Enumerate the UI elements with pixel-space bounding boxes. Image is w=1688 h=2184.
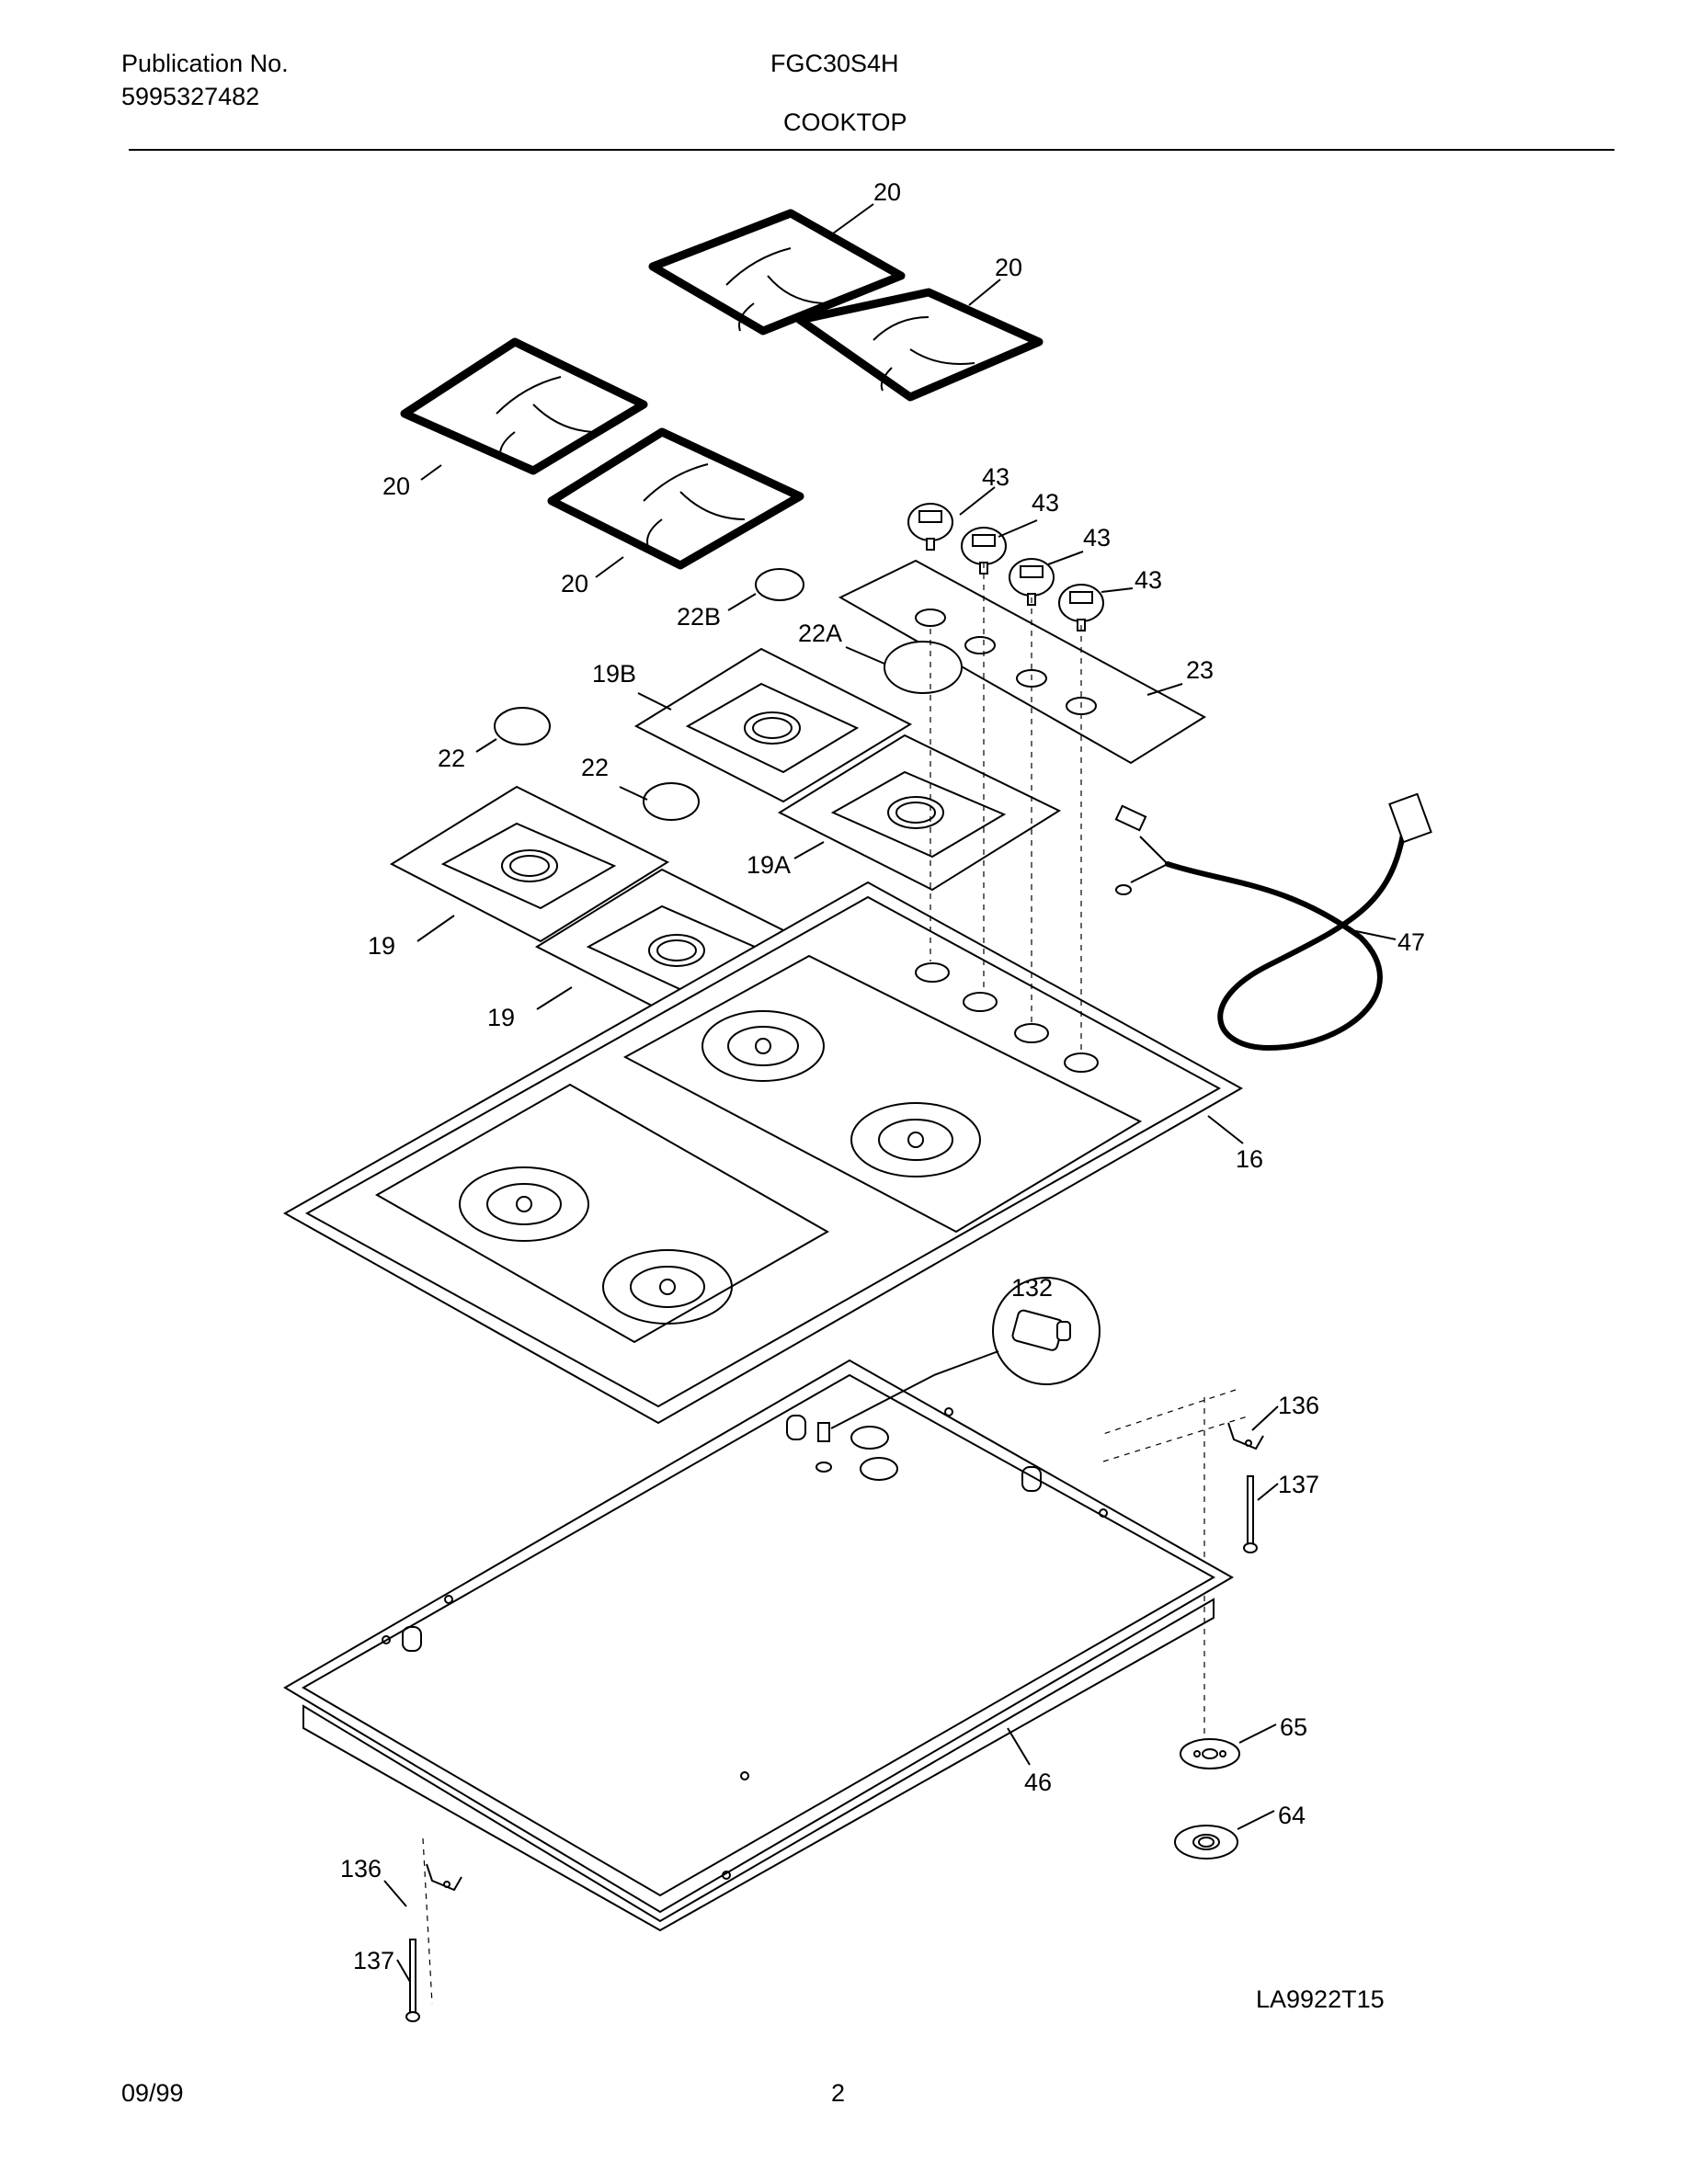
page-number: 2 (831, 2079, 846, 2107)
label-136-a: 136 (1278, 1392, 1319, 1419)
label-20-c: 20 (382, 472, 410, 500)
bracket-right (1227, 1422, 1264, 1450)
publication-number: 5995327482 (121, 83, 260, 110)
grate-rear-right (795, 288, 1044, 402)
mounting-plate-64 (1174, 1825, 1238, 1860)
label-136-b: 136 (340, 1855, 382, 1883)
label-47: 47 (1397, 928, 1425, 956)
knob-3 (1009, 558, 1055, 606)
model-number: FGC30S4H (770, 50, 899, 77)
burner-bowl-19-rear (389, 785, 670, 943)
label-20-d: 20 (561, 570, 588, 597)
label-22-b: 22 (581, 754, 609, 781)
screw-right (1243, 1475, 1258, 1553)
label-16: 16 (1236, 1145, 1263, 1173)
clip-detail (817, 1277, 1101, 1442)
diagram-code: LA9922T15 (1256, 1985, 1385, 2013)
label-19a: 19A (747, 851, 791, 879)
knob-4 (1058, 584, 1104, 631)
section-title: COOKTOP (783, 108, 907, 136)
label-65: 65 (1280, 1713, 1307, 1741)
label-43-b: 43 (1032, 489, 1059, 517)
label-22b: 22B (677, 603, 721, 631)
label-64: 64 (1278, 1802, 1306, 1829)
knob-1 (907, 503, 953, 551)
label-20-a: 20 (873, 178, 901, 206)
alignment-lines (422, 563, 1251, 2005)
label-137-a: 137 (1278, 1471, 1319, 1498)
cap-22-lower (643, 782, 700, 821)
part-labels: 20 20 20 20 43 43 43 43 22B 22A 23 19B 2… (340, 178, 1425, 1974)
screw-left (405, 1939, 420, 2022)
label-46: 46 (1024, 1769, 1052, 1796)
mounting-plate-65 (1180, 1738, 1240, 1769)
grate-front-left (400, 337, 648, 475)
burner-bowl-19b (633, 647, 913, 803)
label-132: 132 (1011, 1274, 1053, 1302)
publication-label: Publication No. (121, 50, 289, 77)
label-22a: 22A (798, 620, 842, 647)
label-19-a: 19 (368, 932, 395, 960)
label-43-a: 43 (982, 463, 1009, 491)
cooktop-top (282, 881, 1244, 1425)
label-19b: 19B (592, 660, 636, 688)
cap-22-upper (494, 707, 551, 745)
label-137-b: 137 (353, 1947, 394, 1974)
header-rule (129, 149, 1614, 151)
cap-22a (884, 641, 963, 694)
grate-front-right (547, 427, 804, 570)
label-19-b: 19 (487, 1004, 515, 1031)
label-20-b: 20 (995, 254, 1022, 281)
footer-date: 09/99 (121, 2079, 184, 2107)
burner-pan (283, 1359, 1235, 1932)
leader-lines (383, 203, 1397, 1983)
label-43-c: 43 (1083, 524, 1111, 552)
burner-bowl-19a (777, 734, 1062, 892)
label-22-a: 22 (438, 745, 465, 772)
grate-rear-left (648, 209, 906, 336)
bracket-left (426, 1863, 462, 1892)
control-panel (838, 559, 1206, 765)
label-23: 23 (1186, 656, 1214, 684)
power-cord (1114, 792, 1432, 1052)
label-43-d: 43 (1135, 566, 1162, 594)
cap-22b (755, 568, 804, 601)
